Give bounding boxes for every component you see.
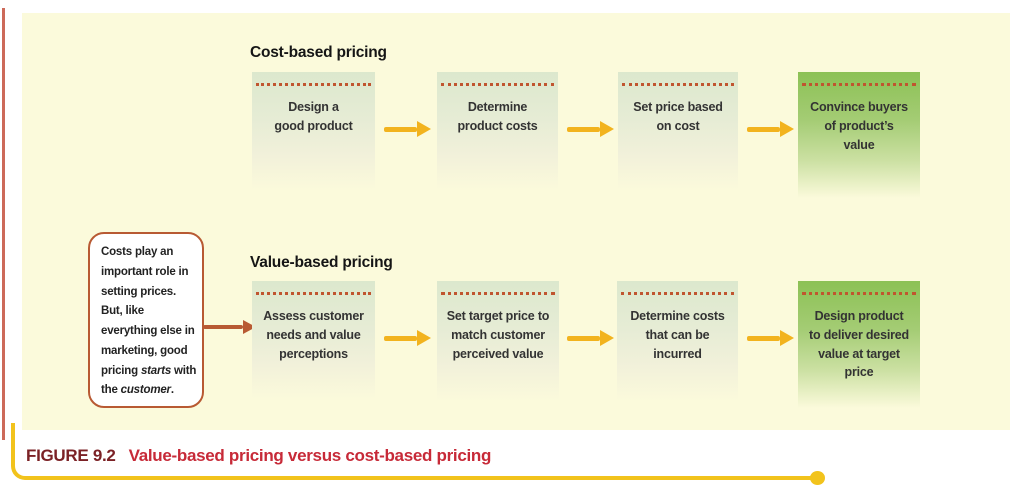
figure-caption: FIGURE 9.2 Value-based pricing versus co…: [26, 446, 491, 466]
annotation-arrow-icon: [203, 319, 256, 335]
cost-step-label-4: Convince buyers of product’s value: [810, 100, 908, 152]
yellow-endpoint-dot: [810, 471, 825, 485]
right-arrow-icon: [747, 329, 794, 347]
right-arrow-icon: [567, 120, 614, 138]
right-arrow-icon: [567, 329, 614, 347]
value-step-box-3: Determine costs that can be incurred: [617, 281, 738, 401]
value-step-box-4: Design product to deliver desired value …: [798, 281, 920, 408]
right-arrow-icon: [747, 120, 794, 138]
left-red-rule: [2, 8, 5, 440]
cost-row-title: Cost-based pricing: [250, 44, 387, 61]
value-step-box-1: Assess customer needs and value percepti…: [252, 281, 375, 399]
dotted-rule: [621, 292, 734, 295]
value-step-box-2: Set target price to match customer perce…: [437, 281, 559, 401]
dotted-rule: [802, 292, 916, 295]
value-step-label-2: Set target price to match customer perce…: [446, 309, 550, 361]
cost-step-box-2: Determine product costs: [437, 72, 558, 190]
value-step-label-1: Assess customer needs and value percepti…: [263, 309, 364, 361]
cost-step-label-3: Set price based on cost: [633, 100, 723, 133]
cost-step-box-4: Convince buyers of product’s value: [798, 72, 920, 198]
right-arrow-icon: [384, 120, 431, 138]
cost-step-label-2: Determine product costs: [457, 100, 538, 133]
yellow-underline: [11, 423, 821, 480]
annotation-text: Costs play an important role in setting …: [101, 246, 197, 397]
dotted-rule: [622, 83, 734, 86]
dotted-rule: [441, 292, 555, 295]
cost-step-label-1: Design a good product: [274, 100, 353, 133]
dotted-rule: [256, 83, 371, 86]
dotted-rule: [802, 83, 916, 86]
caption-label: FIGURE 9.2: [26, 446, 116, 465]
cost-step-box-3: Set price based on cost: [618, 72, 738, 190]
caption-title: Value-based pricing versus cost-based pr…: [128, 446, 492, 465]
value-step-label-4: Design product to deliver desired value …: [809, 309, 909, 380]
right-arrow-icon: [384, 329, 431, 347]
dotted-rule: [441, 83, 554, 86]
annotation-bubble: Costs play an important role in setting …: [88, 232, 204, 408]
value-step-label-3: Determine costs that can be incurred: [630, 309, 725, 361]
cost-step-box-1: Design a good product: [252, 72, 375, 190]
value-row-title: Value-based pricing: [250, 254, 393, 271]
dotted-rule: [256, 292, 371, 295]
